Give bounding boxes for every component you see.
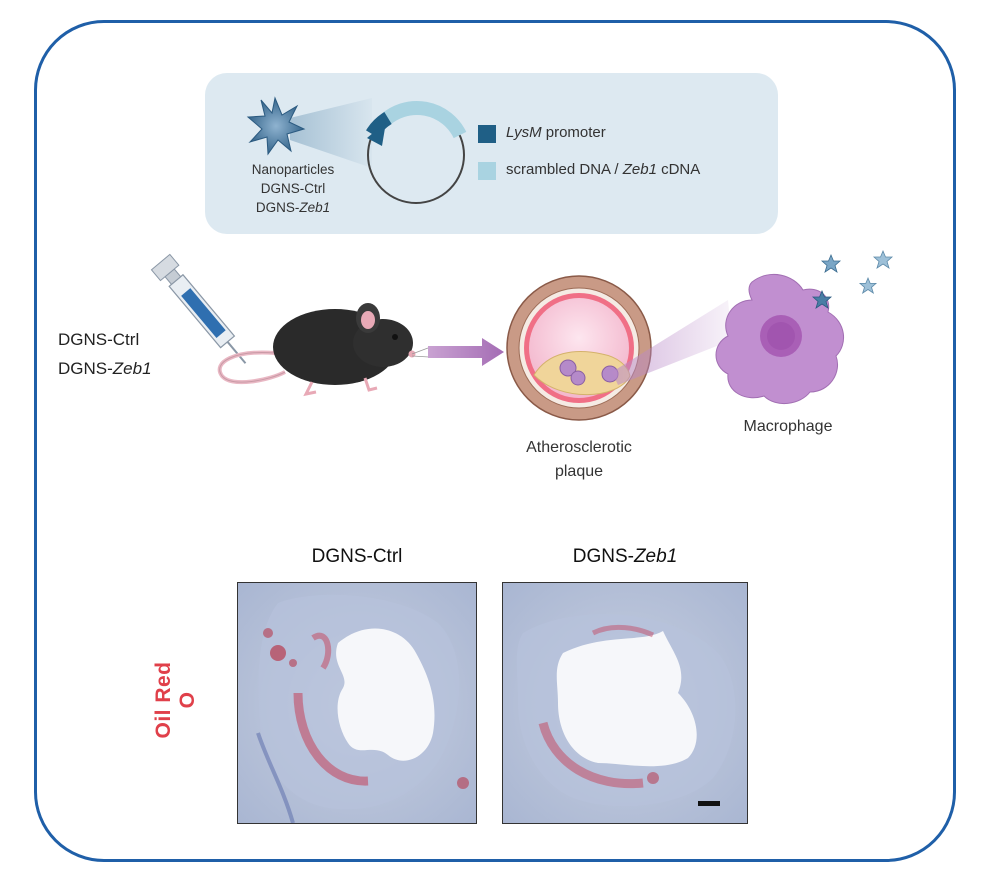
legend-cdna-text: scrambled DNA / — [506, 161, 623, 178]
injection-label-line2: DGNS-Zeb1 — [58, 354, 152, 383]
micrograph-zeb1 — [502, 582, 748, 824]
nanoparticle-label: Nanoparticles DGNS-Ctrl DGNS-Zeb1 — [228, 160, 358, 217]
macrophage-label: Macrophage — [743, 418, 833, 435]
plasmid-panel — [205, 73, 778, 234]
macrophage-icon — [715, 274, 844, 404]
nanoparticle-label-line3-italic: Zeb1 — [299, 200, 331, 215]
panel-title-ctrl: DGNS-Ctrl — [237, 546, 477, 568]
artery-cross-section — [506, 275, 652, 421]
panel-title-ctrl-prefix: DGNS-Ctrl — [311, 546, 403, 567]
legend-cdna-italic: Zeb1 — [622, 161, 657, 178]
macrophage-beam — [612, 300, 732, 385]
process-arrow — [428, 338, 504, 366]
scale-bar — [698, 801, 720, 806]
panel-title-zeb1-italic: Zeb1 — [633, 546, 678, 567]
nanoparticle-beam — [290, 98, 372, 168]
nanoparticle-label-line3: DGNS-Zeb1 — [228, 198, 358, 217]
nanoparticle-label-line1: Nanoparticles — [251, 162, 335, 177]
injection-label-line2-italic: Zeb1 — [112, 359, 152, 378]
legend-promoter-text: promoter — [541, 124, 606, 141]
micrograph-ctrl — [237, 582, 477, 824]
legend-promoter: LysM promoter — [506, 124, 606, 141]
nanoparticle-small-icons — [811, 249, 894, 309]
plasmid-icon — [366, 101, 467, 204]
mouse-icon — [217, 303, 430, 397]
promoter-legend-swatch — [478, 125, 496, 143]
panel-title-zeb1: DGNS-Zeb1 — [502, 546, 748, 568]
outer-frame — [34, 20, 956, 862]
nanoparticle-icon — [246, 96, 306, 156]
nanoparticle-label-line3-prefix: DGNS- — [255, 200, 300, 215]
cdna-legend-swatch — [478, 162, 496, 180]
micrograph-zeb1-image — [503, 583, 747, 823]
plaque-label-line2: plaque — [554, 463, 604, 480]
legend-cdna-text2: cDNA — [656, 161, 701, 178]
legend-cdna: scrambled DNA / Zeb1 cDNA — [506, 161, 700, 178]
injection-label-line1: DGNS-Ctrl — [58, 330, 140, 349]
injection-label-line2-prefix: DGNS- — [58, 359, 113, 378]
injection-label: DGNS-Ctrl DGNS-Zeb1 — [58, 325, 152, 383]
plaque-label: Atherosclerotic plaque — [499, 436, 659, 484]
panel-title-zeb1-prefix: DGNS- — [572, 546, 634, 567]
micrograph-ctrl-image — [238, 583, 476, 823]
legend-promoter-italic: LysM — [506, 124, 542, 141]
syringe-icon — [150, 253, 247, 364]
stain-label: Oil Red O — [152, 661, 199, 739]
plaque-label-line1: Atherosclerotic — [526, 439, 632, 456]
nanoparticle-label-line2: DGNS-Ctrl — [260, 181, 326, 196]
